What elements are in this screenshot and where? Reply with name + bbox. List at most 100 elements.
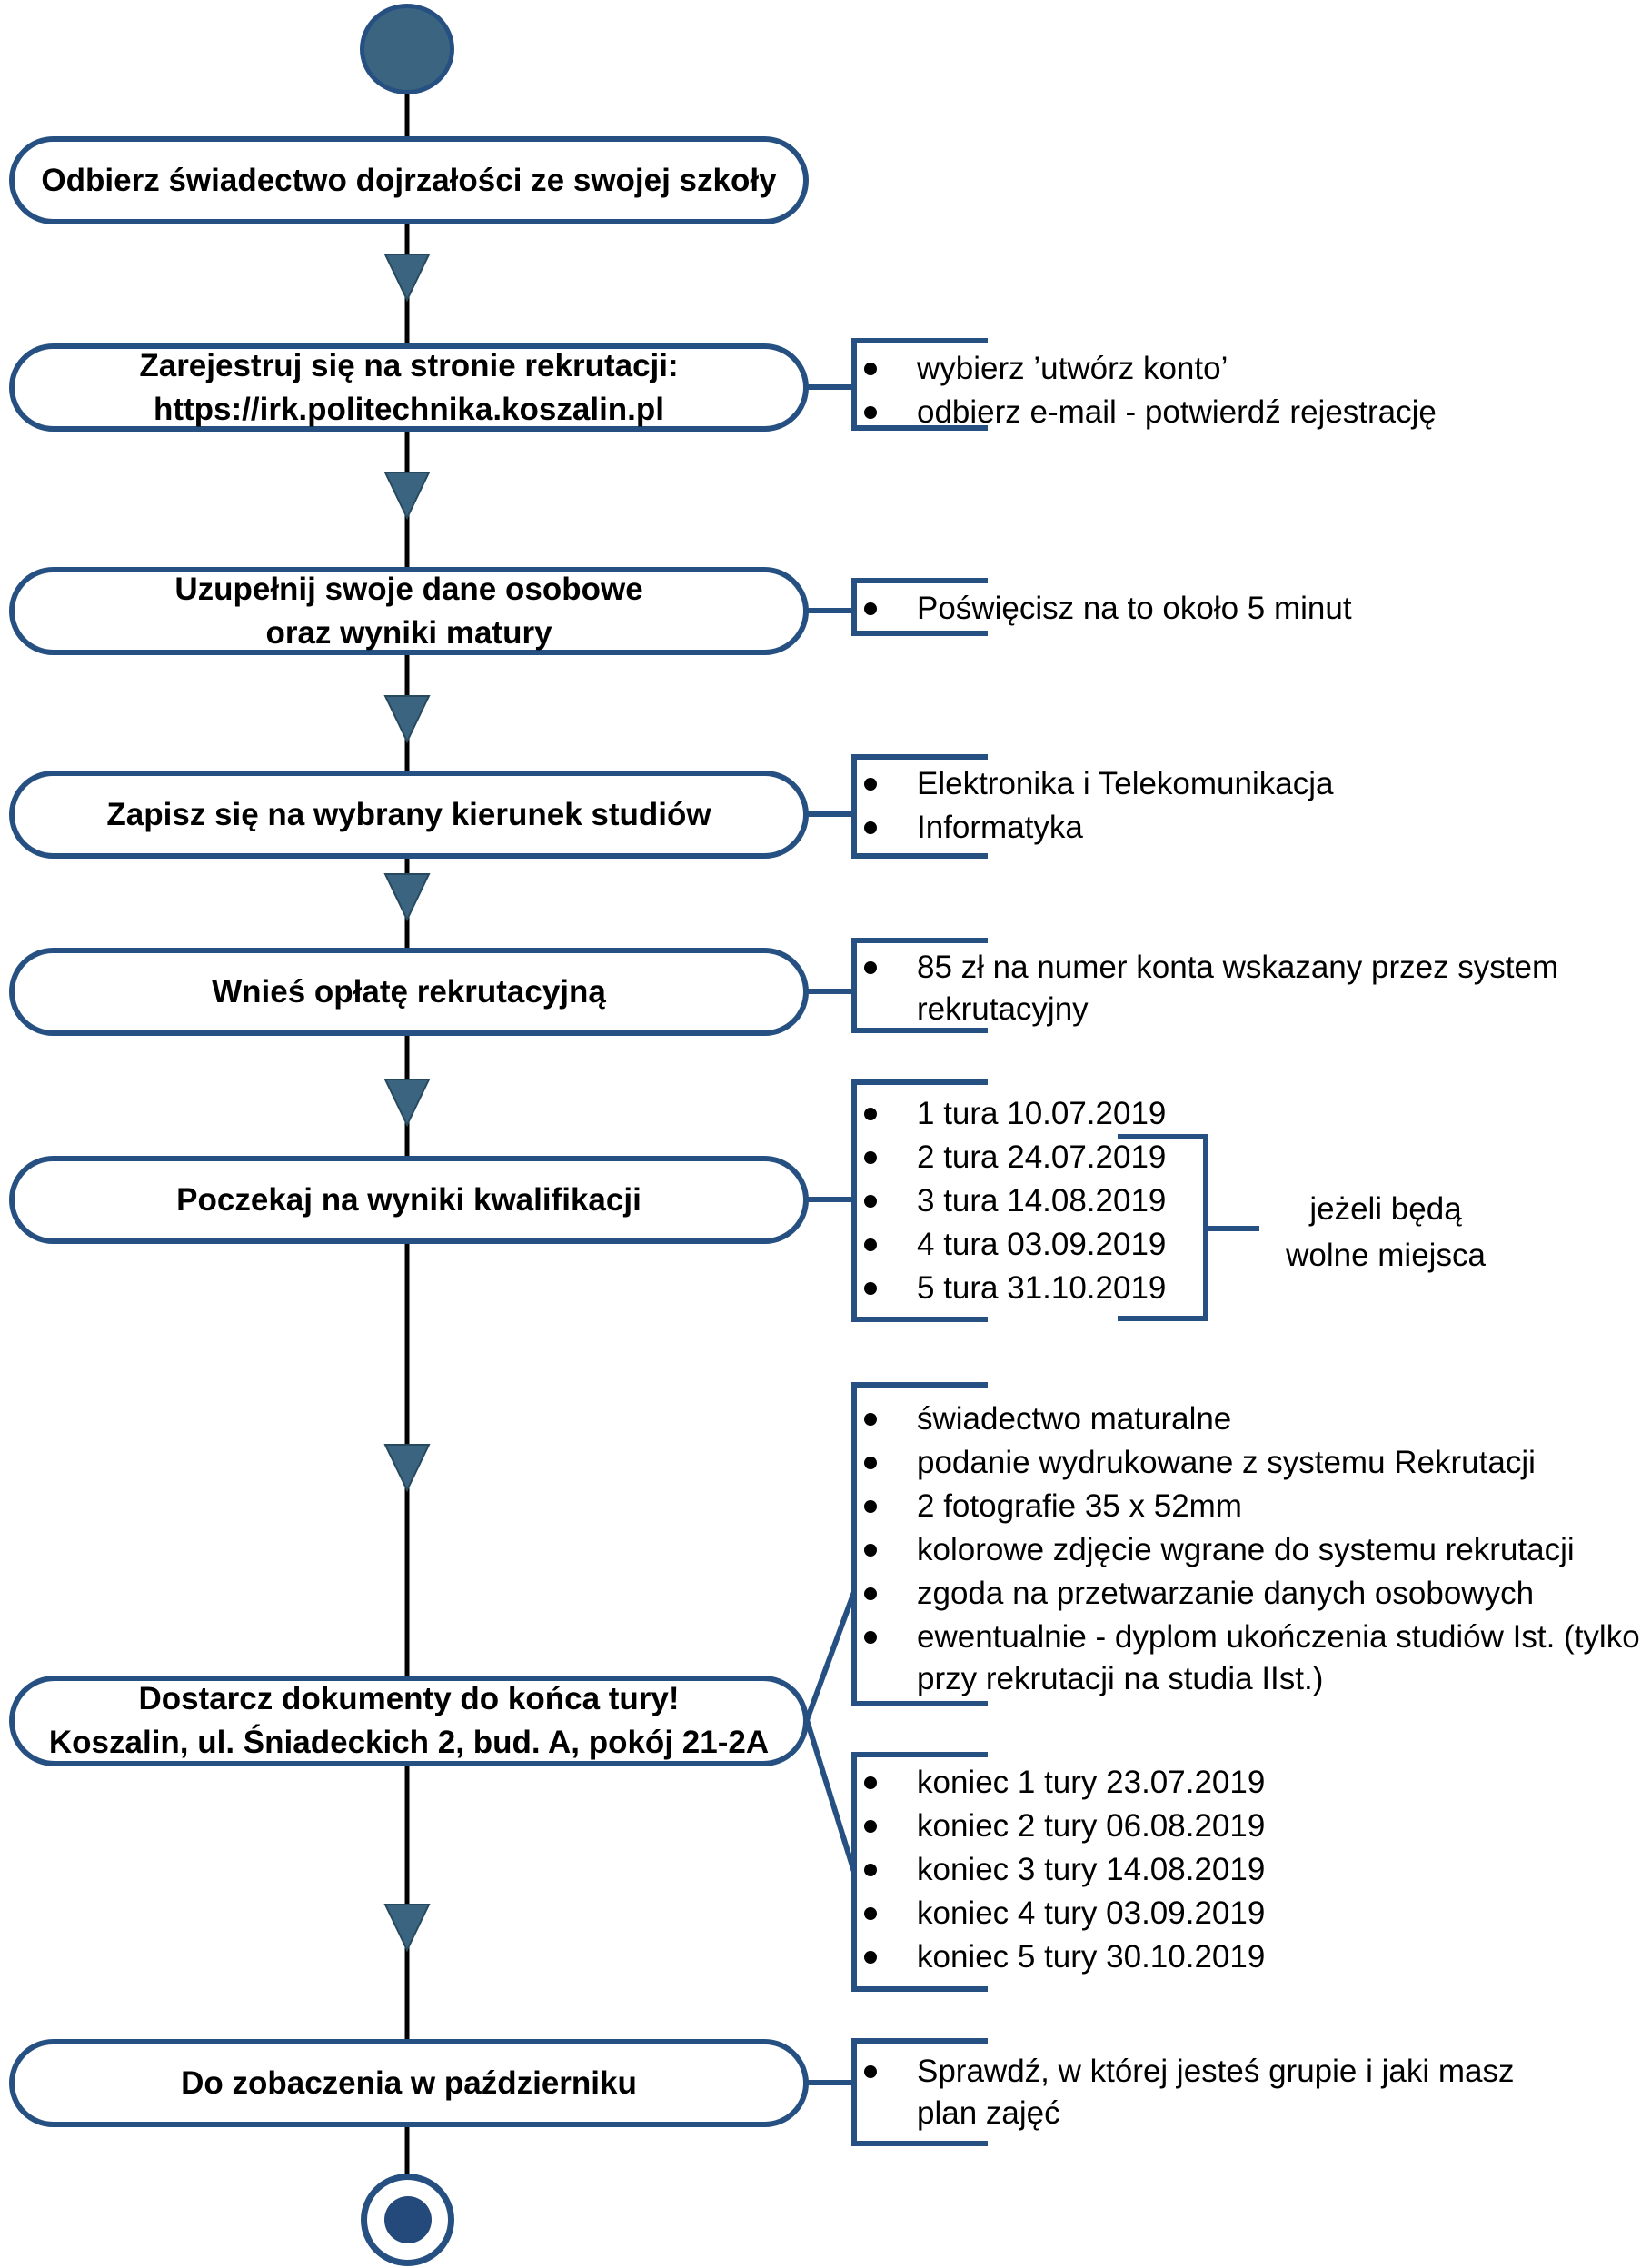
notes-majors: Elektronika i Telekomunikacja Informatyk… bbox=[857, 761, 1641, 850]
list-item: zgoda na przetwarzanie danych osobowych bbox=[857, 1573, 1641, 1615]
list-item: 2 tura 24.07.2019 bbox=[857, 1137, 1641, 1179]
step-label: Zapisz się na wybrany kierunek studiów bbox=[106, 796, 711, 832]
step-label-url: https://irk.politechnika.koszalin.pl bbox=[153, 391, 665, 427]
step-register-online: Zarejestruj się na stronie rekrutacji: h… bbox=[9, 343, 809, 432]
list-item: Informatyka bbox=[857, 807, 1641, 849]
end-node bbox=[361, 2174, 454, 2266]
note-text: 4 tura 03.09.2019 bbox=[917, 1227, 1167, 1262]
arrow-down-icon bbox=[383, 254, 431, 303]
list-item: ewentualnie - dyplom ukończenia studiów … bbox=[857, 1616, 1641, 1700]
note-bracket-final bbox=[851, 2038, 988, 2146]
bullet-icon bbox=[864, 1631, 877, 1644]
step-label: Wnieś opłatę rekrutacyjną bbox=[212, 973, 606, 1010]
note-text: podanie wydrukowane z systemu Rekrutacji bbox=[917, 1445, 1536, 1480]
arrow-down-icon bbox=[383, 1904, 431, 1953]
list-item: koniec 5 tury 30.10.2019 bbox=[857, 1936, 1641, 1978]
list-item: koniec 4 tury 03.09.2019 bbox=[857, 1893, 1641, 1935]
note-text: wybierz ’utwórz konto’ bbox=[917, 351, 1228, 386]
notes-rounds: 1 tura 10.07.2019 2 tura 24.07.2019 3 tu… bbox=[857, 1091, 1641, 1311]
bullet-icon bbox=[864, 1820, 877, 1833]
bullet-icon bbox=[864, 602, 877, 615]
note-connector bbox=[805, 811, 851, 817]
notes-documents: świadectwo maturalne podanie wydrukowane… bbox=[857, 1397, 1641, 1702]
note-text: koniec 4 tury 03.09.2019 bbox=[917, 1895, 1266, 1931]
notes-final: Sprawdź, w której jesteś grupie i jaki m… bbox=[857, 2049, 1641, 2136]
note-text: Poświęcisz na to około 5 minut bbox=[917, 591, 1352, 626]
list-item: Poświęcisz na to około 5 minut bbox=[857, 588, 1641, 630]
arrow-down-icon bbox=[383, 695, 431, 744]
step-label: Do zobaczenia w październiku bbox=[181, 2064, 637, 2101]
condition-label: jeżeli będą wolne miejsca bbox=[1286, 1191, 1486, 1273]
bullet-icon bbox=[864, 1108, 877, 1120]
bullet-icon bbox=[864, 961, 877, 974]
note-text: zgoda na przetwarzanie danych osobowych bbox=[917, 1576, 1535, 1611]
condition-bracket bbox=[1118, 1134, 1208, 1321]
step-wait-results: Poczekaj na wyniki kwalifikacji bbox=[9, 1156, 809, 1244]
bullet-icon bbox=[864, 406, 877, 419]
note-connector bbox=[805, 2080, 851, 2085]
note-text: koniec 5 tury 30.10.2019 bbox=[917, 1939, 1266, 1975]
note-text: Informatyka bbox=[917, 810, 1083, 845]
note-text: 2 tura 24.07.2019 bbox=[917, 1139, 1167, 1175]
step-label: oraz wyniki matury bbox=[265, 614, 552, 651]
note-text: koniec 3 tury 14.08.2019 bbox=[917, 1852, 1266, 1887]
note-text: świadectwo maturalne bbox=[917, 1401, 1232, 1437]
step-pay-fee: Wnieś opłatę rekrutacyjną bbox=[9, 948, 809, 1036]
bullet-icon bbox=[864, 1864, 877, 1876]
connector-documents bbox=[804, 1590, 857, 1722]
condition-connector bbox=[1208, 1226, 1259, 1231]
note-text: kolorowe zdjęcie wgrane do systemu rekru… bbox=[917, 1532, 1575, 1567]
list-item: wybierz ’utwórz konto’ bbox=[857, 348, 1641, 390]
bullet-icon bbox=[864, 363, 877, 375]
note-text: koniec 1 tury 23.07.2019 bbox=[917, 1765, 1266, 1800]
note-bracket-documents bbox=[851, 1382, 988, 1706]
bullet-icon bbox=[864, 1413, 877, 1426]
note-connector bbox=[805, 989, 851, 994]
note-bracket-fee bbox=[851, 938, 988, 1033]
bullet-icon bbox=[864, 1544, 877, 1557]
bullet-icon bbox=[864, 1195, 877, 1208]
list-item: 85 zł na numer konta wskazany przez syst… bbox=[857, 947, 1641, 1030]
note-text: 3 tura 14.08.2019 bbox=[917, 1183, 1167, 1219]
step-label: Dostarcz dokumenty do końca tury! bbox=[138, 1681, 680, 1716]
bullet-icon bbox=[864, 1907, 877, 1920]
note-text: koniec 2 tury 06.08.2019 bbox=[917, 1808, 1266, 1844]
bullet-icon bbox=[864, 1951, 877, 1964]
list-item: odbierz e-mail - potwierdź rejestrację bbox=[857, 392, 1641, 433]
note-connector bbox=[805, 608, 851, 613]
note-bracket-register bbox=[851, 338, 988, 431]
list-item: 2 fotografie 35 x 52mm bbox=[857, 1486, 1641, 1527]
list-item: świadectwo maturalne bbox=[857, 1398, 1641, 1440]
arrow-down-icon bbox=[383, 1444, 431, 1493]
arrow-down-icon bbox=[383, 873, 431, 922]
step-label: Odbierz świadectwo dojrzałości ze swojej… bbox=[41, 162, 777, 198]
step-label: Uzupełnij swoje dane osobowe bbox=[174, 571, 643, 607]
arrow-down-icon bbox=[383, 472, 431, 521]
bullet-icon bbox=[864, 1282, 877, 1295]
notes-fee: 85 zł na numer konta wskazany przez syst… bbox=[857, 945, 1641, 1032]
list-item: koniec 1 tury 23.07.2019 bbox=[857, 1762, 1641, 1804]
list-item: 3 tura 14.08.2019 bbox=[857, 1180, 1641, 1222]
connector-deadlines bbox=[804, 1719, 857, 1873]
start-node bbox=[360, 4, 454, 94]
bullet-icon bbox=[864, 2065, 877, 2078]
note-bracket-personal bbox=[851, 578, 988, 636]
note-bracket-rounds bbox=[851, 1079, 988, 1322]
bullet-icon bbox=[864, 1457, 877, 1469]
note-text: 85 zł na numer konta wskazany przez syst… bbox=[917, 950, 1559, 1027]
end-node-dot bbox=[384, 2196, 432, 2243]
bullet-icon bbox=[864, 1238, 877, 1251]
arrow-down-icon bbox=[383, 1079, 431, 1128]
bullet-icon bbox=[864, 1151, 877, 1164]
note-text: 1 tura 10.07.2019 bbox=[917, 1096, 1167, 1131]
note-text: Elektronika i Telekomunikacja bbox=[917, 766, 1334, 801]
list-item: 4 tura 03.09.2019 bbox=[857, 1224, 1641, 1266]
bullet-icon bbox=[864, 1776, 877, 1789]
note-connector bbox=[805, 384, 851, 390]
bullet-icon bbox=[864, 778, 877, 791]
notes-register: wybierz ’utwórz konto’ odbierz e-mail - … bbox=[857, 346, 1641, 435]
step-label: Zarejestruj się na stronie rekrutacji: bbox=[139, 347, 679, 383]
step-collect-certificate: Odbierz świadectwo dojrzałości ze swojej… bbox=[9, 136, 809, 224]
